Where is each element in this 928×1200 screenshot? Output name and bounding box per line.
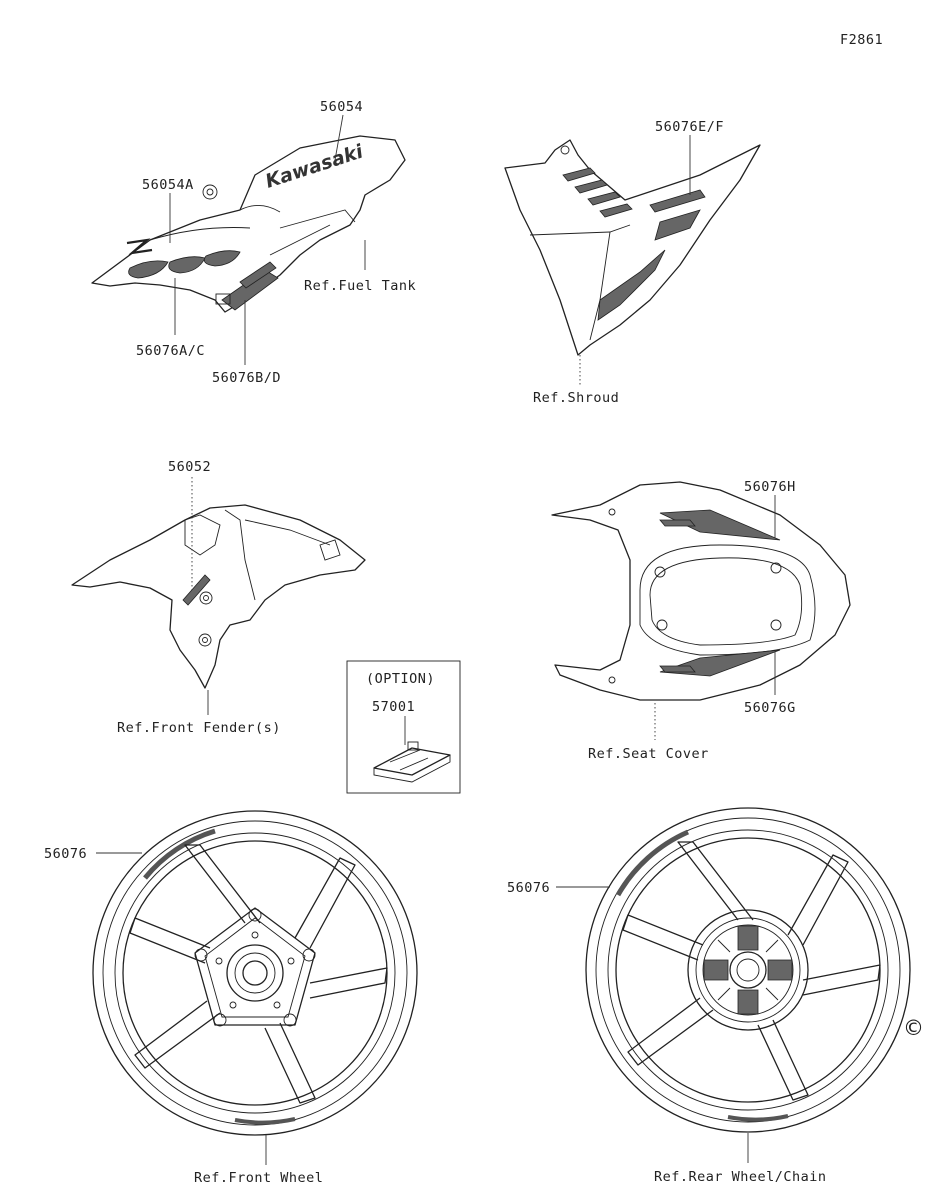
label-56076AC: 56076A/C [136,343,205,359]
front-fender-illustration [71,504,366,689]
tank-side-decal-56076AC [128,250,241,279]
label-ref-fuel-tank: Ref.Fuel Tank [304,278,416,294]
front-wheel-illustration [92,810,418,1136]
label-56054: 56054 [320,99,363,115]
label-ref-front-wheel: Ref.Front Wheel [194,1170,323,1186]
label-56076G: 56076G [744,700,796,716]
front-wheel-spokes [129,844,388,1104]
label-56076EF: 56076E/F [655,119,724,135]
figure-code: F2861 [840,32,883,48]
shroud-illustration [504,139,761,356]
label-ref-shroud: Ref.Shroud [533,390,619,406]
option-label: (OPTION) [366,671,435,687]
tool-57001-illustration [373,741,451,783]
kawasaki-logo: Kawasaki [263,140,367,192]
label-56076-rear-wheel: 56076 [507,880,550,896]
rear-wheel-spokes [622,841,881,1101]
label-56076-front-wheel: 56076 [44,846,87,862]
tank-side-decal-56076BD [215,261,279,311]
seat-cover-illustration [551,481,851,701]
option-box: (OPTION) 57001 [346,660,461,794]
label-56054A: 56054A [142,177,194,193]
z-emblem [126,238,153,255]
rear-wheel-illustration [585,807,911,1133]
label-ref-seat-cover: Ref.Seat Cover [588,746,709,762]
label-57001: 57001 [372,699,415,715]
copyright-mark: © [903,1016,924,1040]
label-56076BD: 56076B/D [212,370,281,386]
label-ref-front-fender: Ref.Front Fender(s) [117,720,281,736]
label-56076H: 56076H [744,479,796,495]
label-ref-rear-wheel: Ref.Rear Wheel/Chain [654,1169,827,1185]
label-56052: 56052 [168,459,211,475]
